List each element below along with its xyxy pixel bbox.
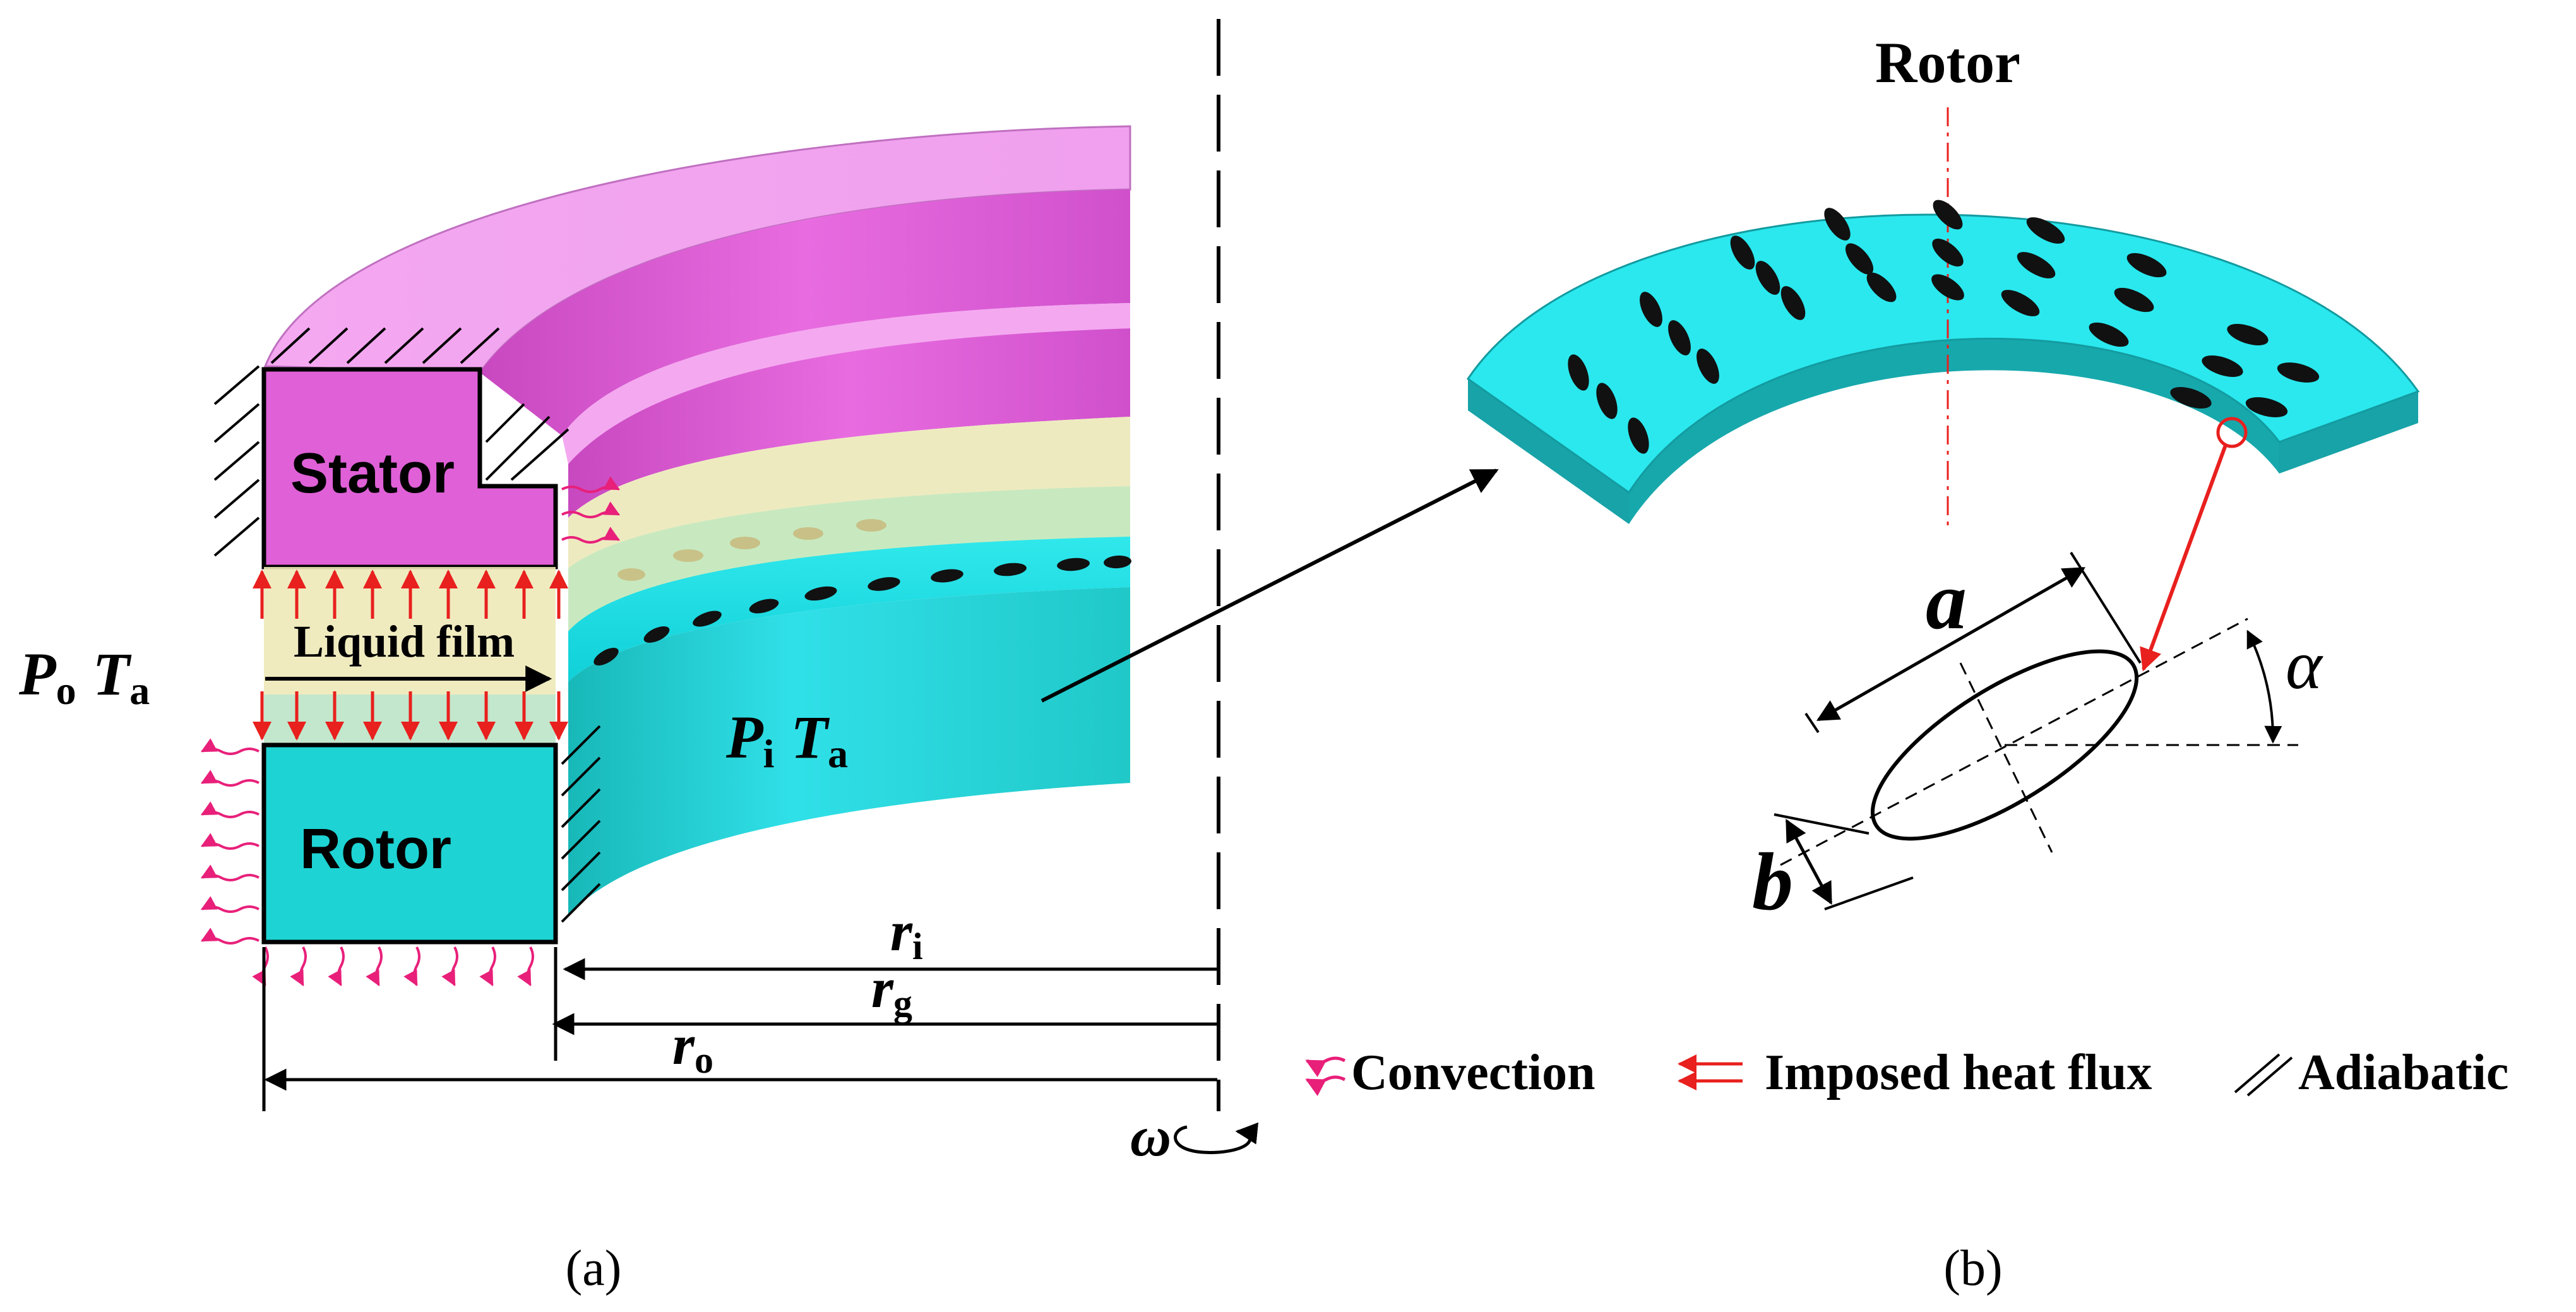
stator-section: Stator xyxy=(261,367,558,570)
radius-dimensions xyxy=(262,947,1217,1111)
legend-convection-icon xyxy=(1305,1056,1346,1096)
inner-P-sub: i xyxy=(763,731,775,776)
rotor-label-a: Rotor xyxy=(300,818,451,881)
seal-3d-body xyxy=(263,125,1131,915)
legend-heat-flux-icon xyxy=(1678,1054,1743,1090)
imposed-heat-flux-arrows xyxy=(253,570,568,741)
dim-a-label: a xyxy=(1926,556,1967,647)
rotor-label-b: Rotor xyxy=(1875,30,2020,95)
liquid-film-label: Liquid film xyxy=(294,616,515,667)
outer-T-sub: a xyxy=(129,668,150,713)
outer-T: T xyxy=(93,640,132,708)
dim-a-line xyxy=(1816,566,2086,722)
stator-adiabatic-hatch xyxy=(213,327,569,557)
groove-ellipse-detail: a b α xyxy=(1752,551,2323,927)
legend: Convection Imposed heat flux Adiabatic xyxy=(1305,1045,2508,1100)
rotation-arrow xyxy=(1174,1122,1259,1154)
groove-zoom-arrow xyxy=(2140,444,2227,672)
dim-b-label: b xyxy=(1752,837,1793,927)
caption-b: (b) xyxy=(1943,1241,2002,1296)
inner-T-sub: a xyxy=(828,731,848,776)
caption-a: (a) xyxy=(566,1241,622,1296)
groove-highlight-circle xyxy=(2216,417,2248,448)
inner-T: T xyxy=(790,703,830,771)
dim-b-line xyxy=(1785,818,1833,905)
omega-label: ω xyxy=(1130,1106,1171,1168)
legend-adiabatic: Adiabatic xyxy=(2298,1045,2508,1100)
rotor-segment-3d xyxy=(1466,107,2420,530)
angle-label: α xyxy=(2286,626,2323,703)
r-g-label: rg xyxy=(871,957,912,1024)
legend-convection: Convection xyxy=(1351,1045,1595,1100)
rotor-adiabatic-hatch xyxy=(561,725,601,923)
groove-holes xyxy=(1568,200,2320,454)
legend-adiabatic-icon xyxy=(2234,1053,2293,1097)
legend-imposed-heat-flux: Imposed heat flux xyxy=(1765,1045,2152,1100)
rotor-section: Rotor xyxy=(261,742,558,945)
angle-arc xyxy=(2246,629,2282,744)
r-i-label: ri xyxy=(890,900,923,967)
inner-P: P xyxy=(725,703,764,771)
outer-P: P xyxy=(18,640,57,708)
stator-label: Stator xyxy=(290,442,455,505)
outer-P-sub: o xyxy=(56,668,76,713)
zoom-arrow xyxy=(1041,468,1499,703)
r-o-label: ro xyxy=(672,1014,713,1081)
